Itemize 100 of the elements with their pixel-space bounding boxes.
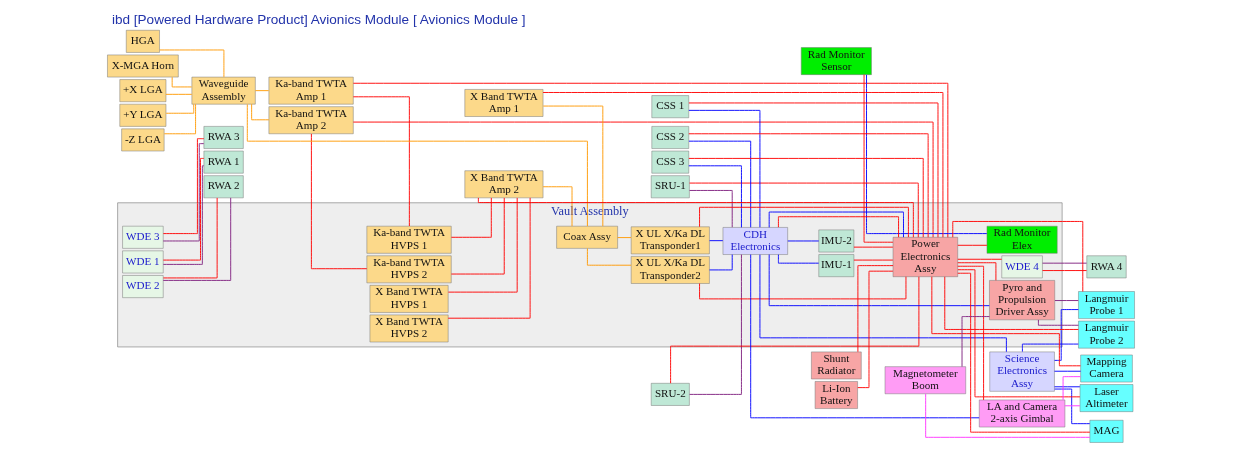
node-box: Coax Assy [555, 225, 618, 249]
node-box: X Band TWTA Amp 1 [464, 89, 543, 117]
connector [352, 96, 410, 227]
connector [687, 165, 742, 228]
node-box: SRU-1 [650, 175, 690, 199]
connector [310, 133, 367, 270]
connector [777, 254, 819, 264]
node-box: MAG [1089, 420, 1123, 443]
node-box: -Z LGA [120, 128, 164, 152]
connector [447, 197, 518, 293]
connector [856, 270, 893, 389]
connector [956, 258, 1002, 260]
node-box: RWA 1 [203, 150, 244, 174]
node-box: Rad Monitor Sensor [800, 47, 872, 75]
connector [616, 237, 631, 239]
node-box: Laser Altimeter [1079, 384, 1133, 412]
connector [162, 197, 218, 279]
connector [450, 197, 505, 275]
node-box: X Band TWTA HVPS 2 [369, 314, 448, 343]
node-box: Rad Monitor Elex [986, 225, 1057, 254]
connector [1053, 386, 1080, 388]
node-box: Ka-band TWTA Amp 2 [268, 106, 354, 134]
connector [165, 103, 194, 114]
connector [698, 206, 909, 238]
diagram-title: ibd [Powered Hardware Product] Avionics Module [ Avionics Module ] [111, 11, 526, 27]
connector [708, 240, 723, 242]
connector [1062, 376, 1081, 401]
node-box: IMU-1 [818, 254, 854, 277]
connector [542, 105, 603, 227]
connector [163, 103, 196, 135]
connector [956, 272, 1090, 433]
connector [708, 254, 733, 271]
connector [158, 49, 224, 78]
connector [1064, 405, 1080, 407]
node-box: Mapping Camera [1079, 354, 1133, 383]
node-box: X-MGA Horn [106, 54, 179, 78]
node-box: RWA 3 [203, 126, 244, 149]
node-box: X Band TWTA HVPS 1 [369, 285, 448, 313]
connector [768, 211, 904, 238]
node-box: Ka-band TWTA HVPS 1 [366, 225, 451, 254]
connector [943, 276, 1079, 330]
connector [542, 186, 572, 227]
connector [687, 133, 929, 238]
node-box: X UL X/Ka DL Transponder2 [630, 256, 710, 284]
connector [1037, 319, 1079, 326]
node-box: CSS 1 [651, 95, 689, 118]
connector [162, 197, 231, 281]
node-box: Pyro and Propulsion Driver Assy [988, 280, 1055, 321]
connector [1054, 300, 1079, 301]
node-box: HGA [125, 30, 160, 53]
node-box: Waveguide Assembly [191, 76, 256, 105]
node-box: Shunt Radiator [810, 351, 862, 380]
connector [352, 121, 933, 238]
connector [687, 102, 938, 238]
connector [1053, 370, 1081, 372]
node-box: +X LGA [119, 79, 166, 102]
connector [171, 76, 192, 88]
node-box: Ka-band TWTA HVPS 2 [366, 255, 451, 284]
node-box: Magnetometer Boom [884, 366, 966, 395]
node-box: WDE 3 [121, 225, 163, 249]
connector [863, 74, 893, 243]
connector [352, 82, 948, 238]
connector [698, 276, 906, 300]
node-box: Langmuir Probe 2 [1077, 320, 1135, 349]
connector [956, 244, 987, 246]
node-box: Science Electronics Assy [989, 351, 1055, 392]
connector [1053, 388, 1090, 425]
connector [1053, 309, 1079, 361]
connector [688, 254, 742, 395]
connector [254, 90, 269, 92]
connector [250, 103, 269, 121]
connector [687, 109, 760, 228]
node-box: RWA 2 [203, 175, 244, 199]
node-box: Langmuir Probe 1 [1077, 291, 1135, 319]
node-box: IMU-2 [818, 229, 854, 253]
node-box: WDE 2 [121, 275, 163, 298]
connector [961, 316, 990, 367]
connector [586, 248, 631, 266]
node-box: X UL X/Ka DL Transponder1 [630, 226, 710, 255]
connector [956, 265, 984, 401]
connector [477, 197, 914, 238]
connector [542, 92, 943, 238]
node-box: CSS 3 [651, 150, 689, 174]
connector [856, 265, 893, 353]
connector [450, 197, 492, 238]
connector [669, 276, 919, 384]
connector [165, 93, 192, 95]
connector [924, 393, 1090, 438]
connector [447, 197, 531, 319]
connector [687, 157, 924, 238]
node-box: CDH Electronics [722, 227, 788, 255]
node-box: Li-Ion Battery [814, 381, 858, 409]
connector [956, 262, 996, 281]
connector [688, 182, 919, 238]
node-box: WDE 4 [1001, 255, 1043, 279]
connector [865, 74, 987, 235]
connector [1041, 262, 1087, 264]
node-box: +Y LGA [119, 103, 166, 127]
node-box: SRU-2 [650, 383, 690, 406]
node-box: WDE 1 [121, 250, 163, 274]
